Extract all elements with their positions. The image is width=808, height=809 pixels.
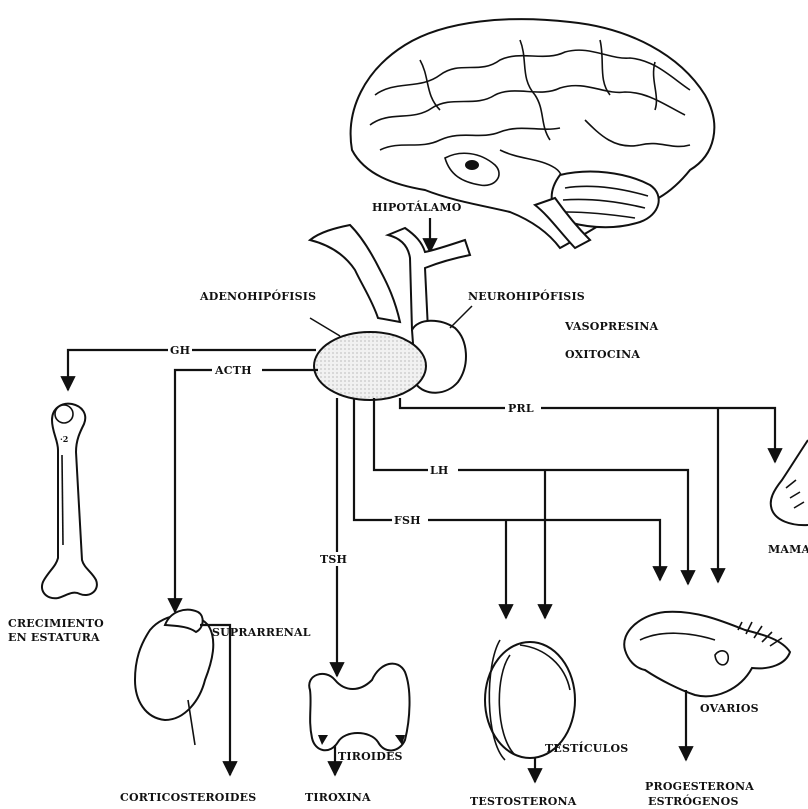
acth-arrow xyxy=(175,370,318,612)
corticosteroids-label: CORTICOSTEROIDES xyxy=(120,791,256,804)
progesterone-label: PROGESTERONA xyxy=(645,780,754,793)
adenohypophysis-gland xyxy=(314,332,426,400)
pituitary-stalk xyxy=(310,225,470,330)
acth-label: ACTH xyxy=(214,364,252,377)
vasopressin-label: VASOPRESINA xyxy=(564,320,659,333)
gh-label: GH xyxy=(170,344,190,357)
oxytocin-label: OXITOCINA xyxy=(565,348,640,361)
svg-text:·2: ·2 xyxy=(60,434,68,444)
thyroid-label: TIROIDES xyxy=(338,750,403,763)
neurohypophysis-label: NEUROHIPÓFISIS xyxy=(468,289,585,303)
hypothalamus-label: HIPOTÁLAMO xyxy=(372,200,462,214)
adrenal-label: SUPRARRENAL xyxy=(212,626,311,639)
adenohypophysis-label: ADENOHIPÓFISIS xyxy=(199,289,316,303)
lh-arrow xyxy=(374,398,688,584)
growth-label-line1: CRECIMIENTO xyxy=(8,617,104,630)
lh-label: LH xyxy=(430,464,449,477)
mammary-label: MAMA xyxy=(768,543,808,556)
mammary-gland-illustration xyxy=(771,440,808,525)
femur-bone-illustration: ·2 xyxy=(42,404,97,599)
adenohypophysis-pointer xyxy=(310,318,340,336)
growth-label-line2: EN ESTATURA xyxy=(8,631,100,644)
ovaries-label: OVARIOS xyxy=(700,702,759,715)
estrogens-label: ESTRÓGENOS xyxy=(648,794,739,808)
prl-label: PRL xyxy=(508,402,534,415)
fsh-label: FSH xyxy=(394,514,421,527)
ovary-illustration xyxy=(624,612,790,697)
thyroxine-label: TIROXINA xyxy=(305,791,371,804)
neurohypophysis-pointer xyxy=(450,306,472,328)
adrenal-kidney-illustration xyxy=(135,610,213,745)
testicles-label: TESTÍCULOS xyxy=(545,741,628,755)
testosterone-label: TESTOSTERONA xyxy=(470,795,577,808)
tsh-label: TSH xyxy=(320,553,347,566)
thyroid-illustration xyxy=(309,664,409,751)
